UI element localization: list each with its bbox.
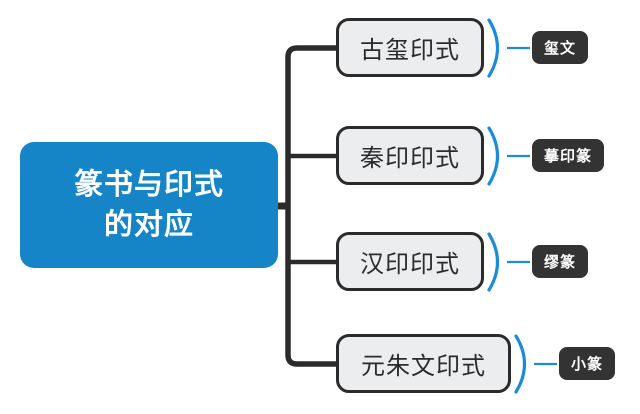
root-node-label: 篆书与印式 的对应 (73, 169, 224, 241)
leaf-badge-1-label: 玺文 (544, 40, 577, 57)
branch-node-2-label: 秦印印式 (360, 145, 460, 172)
connector-trunk (285, 45, 336, 367)
brace-1-icon (487, 18, 500, 78)
branch-node-3-label: 汉印印式 (360, 251, 460, 278)
branch-node-4-label: 元朱文印式 (361, 353, 486, 380)
brace-4-icon (514, 334, 527, 394)
leaf-badge-4[interactable]: 小篆 (559, 347, 616, 380)
branch-node-3[interactable]: 汉印印式 (336, 232, 484, 291)
branch-node-2[interactable]: 秦印印式 (336, 126, 484, 185)
leaf-badge-2-label: 摹印篆 (544, 148, 593, 165)
leaf-badge-2[interactable]: 摹印篆 (532, 139, 605, 172)
branch-node-1-label: 古玺印式 (360, 37, 460, 64)
branch-node-4[interactable]: 元朱文印式 (336, 334, 511, 393)
leaf-badge-3[interactable]: 缪篆 (532, 245, 589, 278)
leaf-badge-1[interactable]: 玺文 (532, 31, 589, 64)
brace-2-icon (487, 126, 500, 186)
root-node[interactable]: 篆书与印式 的对应 (20, 142, 278, 268)
brace-3-icon (487, 232, 500, 292)
leaf-badge-4-label: 小篆 (571, 356, 604, 373)
branch-node-1[interactable]: 古玺印式 (336, 18, 484, 77)
leaf-badge-3-label: 缪篆 (544, 254, 577, 271)
